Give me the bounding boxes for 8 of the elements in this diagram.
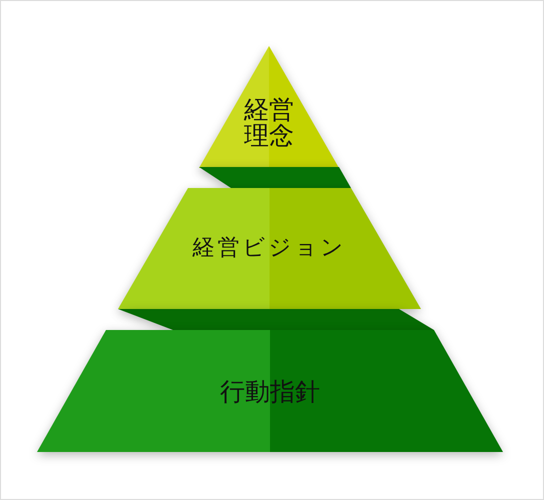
pyramid-side-band [199,167,351,188]
pyramid-tier [118,188,421,309]
pyramid-tier [37,330,503,452]
pyramid-side-band [118,309,434,330]
tier-label: 経営理念 [244,96,294,150]
tier-label: 行動指針 [220,378,320,406]
pyramid-apex-triangle [199,46,339,168]
tier-label: 経営ビジョン [192,236,346,260]
